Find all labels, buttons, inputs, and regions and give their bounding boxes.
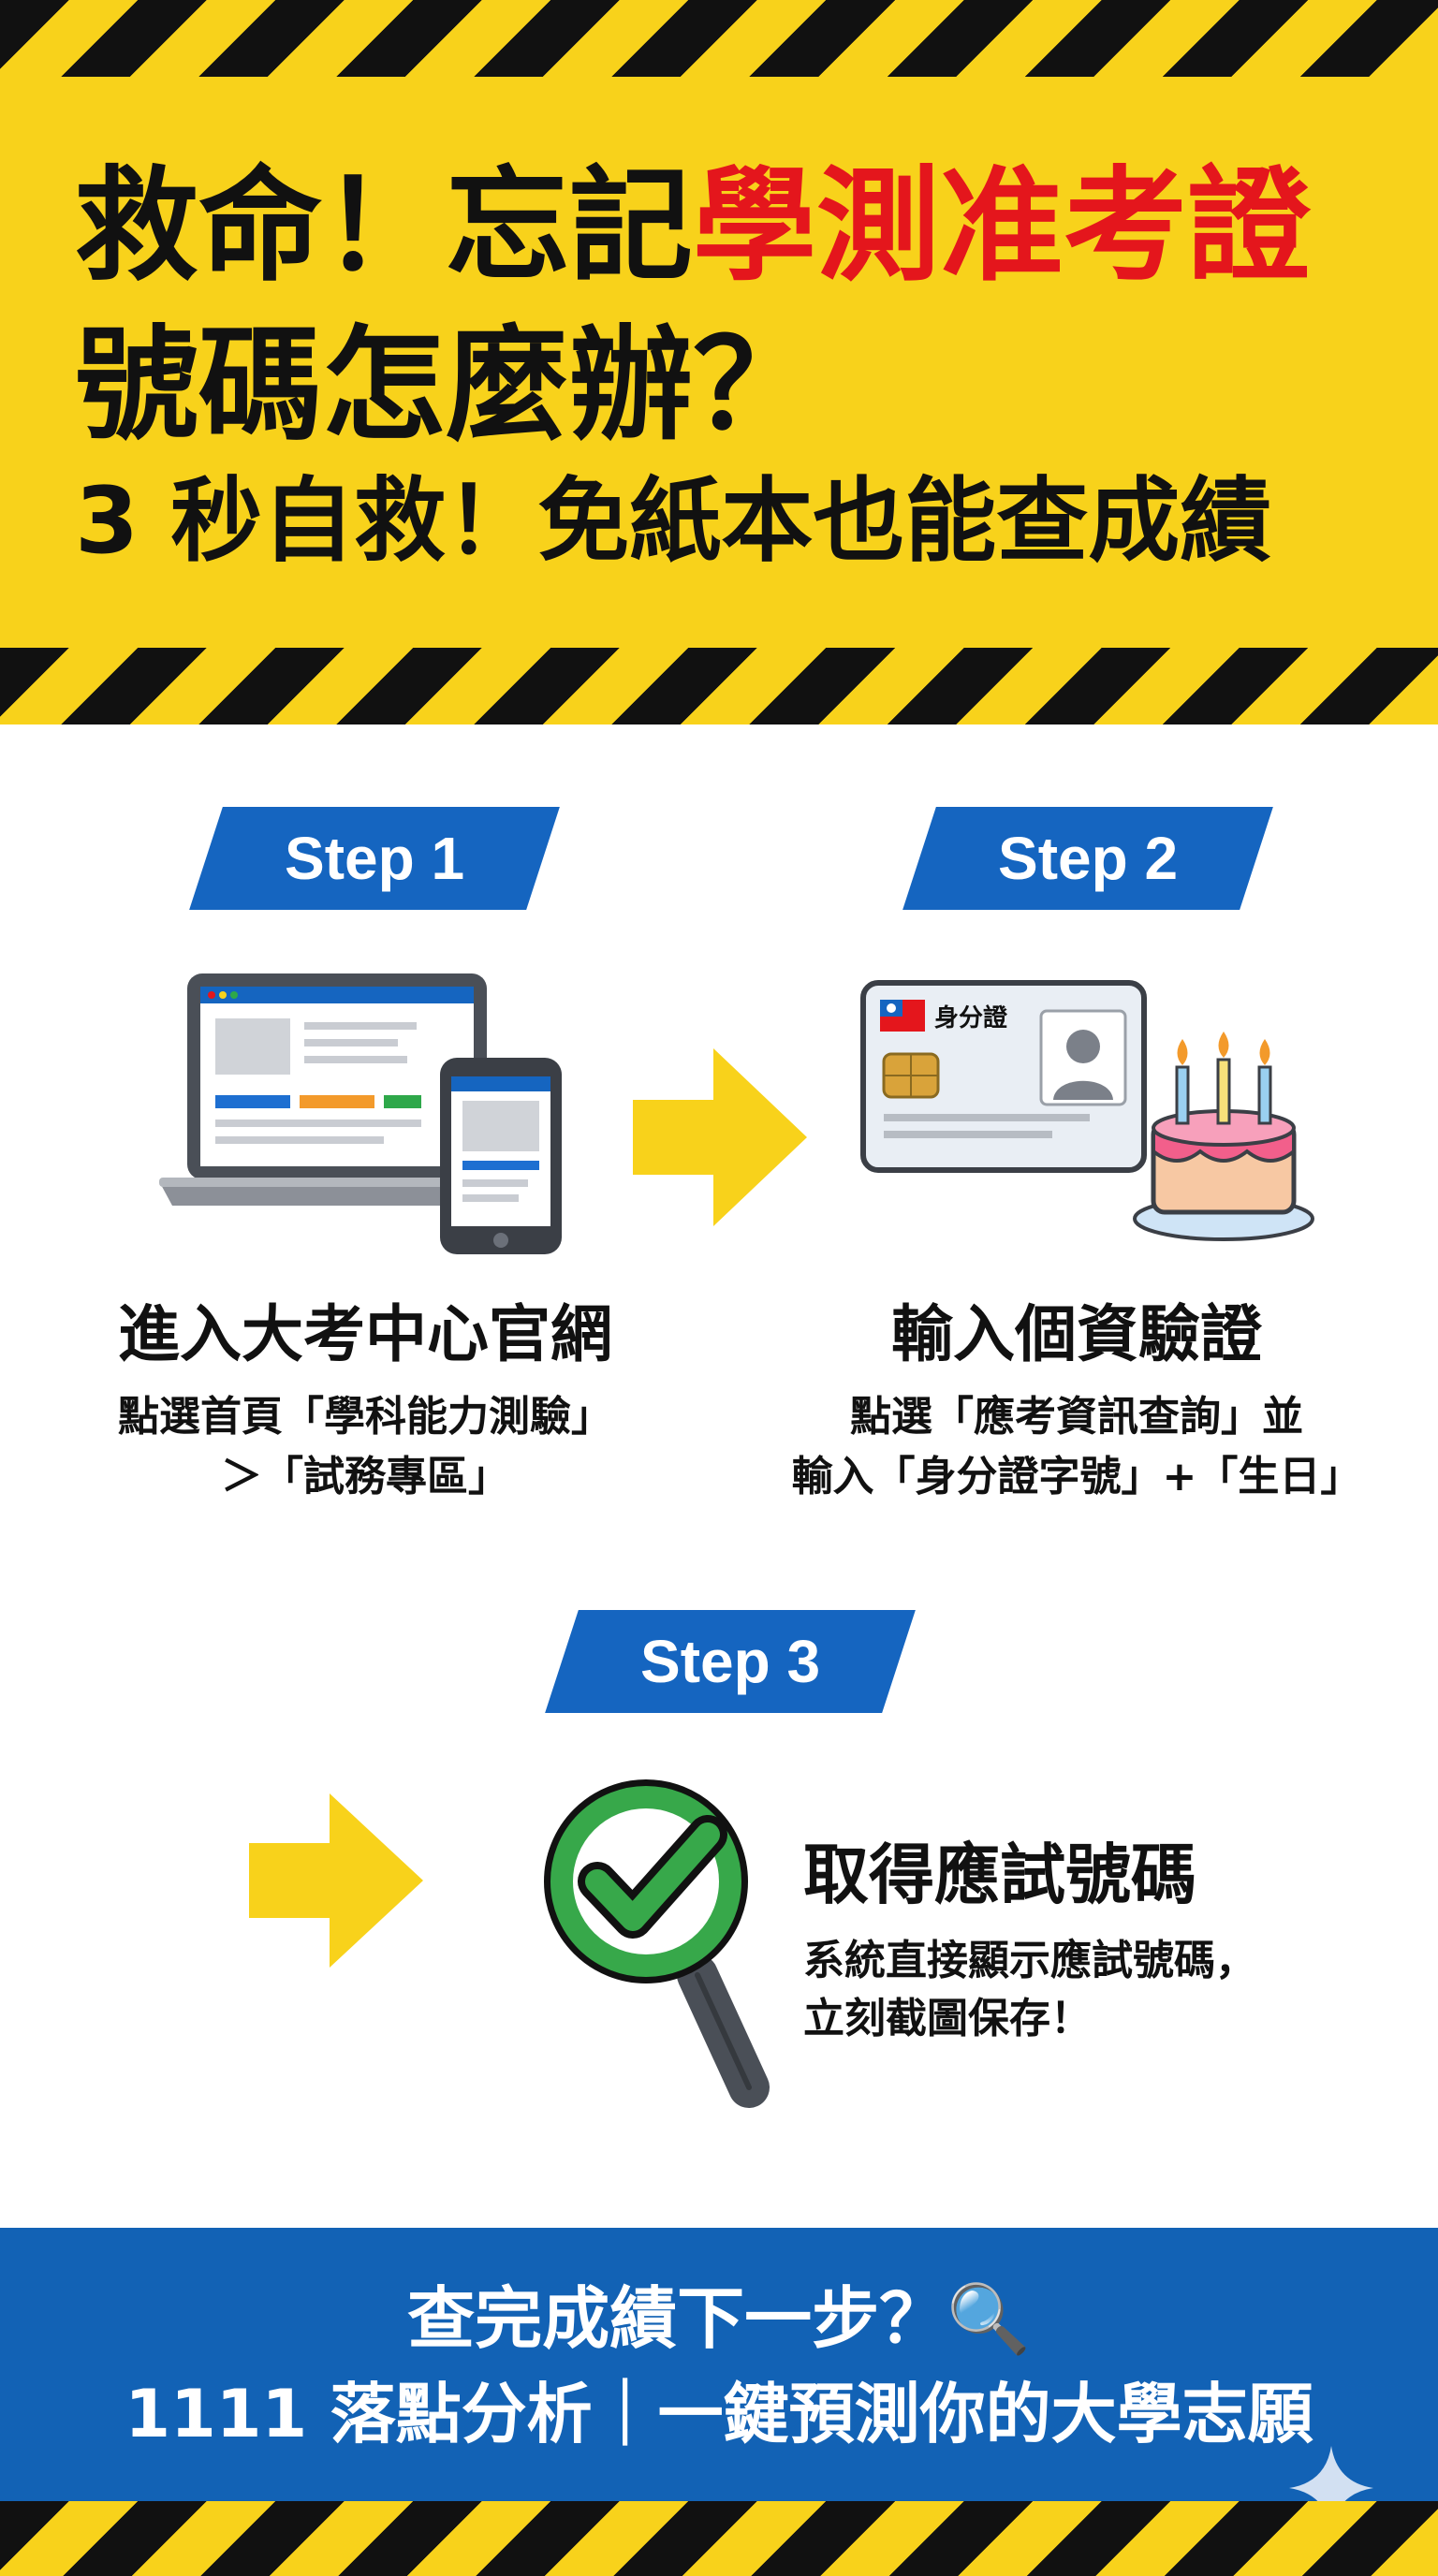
header-banner: 救命！忘記學測准考證 號碼怎麼辦？ 3 秒自救！免紙本也能查成績 <box>0 77 1438 648</box>
arrow-right-icon <box>633 1048 807 1226</box>
step1-badge: Step 1 <box>189 807 560 910</box>
magnifier-check-icon <box>544 1779 770 2108</box>
step3-badge-label: Step 3 <box>639 1628 821 1695</box>
title-black-part: 救命！忘記 <box>75 154 693 299</box>
step2-description: 點選「應考資訊查詢」並 輸入「身分證字號」+「生日」 <box>768 1387 1386 1507</box>
step2-desc-line1: 點選「應考資訊查詢」並 <box>850 1393 1303 1441</box>
footer-banner: 查完成績下一步？🔍 1111 落點分析｜一鍵預測你的大學志願 <box>0 2228 1438 2501</box>
page-subtitle: 3 秒自救！免紙本也能查成績 <box>75 468 1272 575</box>
birthday-cake-icon <box>1133 1032 1314 1241</box>
step2-desc-line2: 輸入「身分證字號」+「生日」 <box>791 1453 1362 1500</box>
page-title-line1: 救命！忘記學測准考證 <box>75 152 1311 301</box>
step1-desc-line2: ＞「試務專區」 <box>221 1453 509 1500</box>
step3-badge: Step 3 <box>545 1610 916 1713</box>
step1-desc-line1: 點選首頁「學科能力測驗」 <box>118 1393 612 1441</box>
step1-title: 進入大考中心官網 <box>118 1298 612 1370</box>
step2-title: 輸入個資驗證 <box>891 1298 1262 1370</box>
arrow-right-icon <box>249 1793 423 1968</box>
hazard-stripe-bottom <box>0 2501 1438 2576</box>
step2-badge: Step 2 <box>902 807 1273 910</box>
step3-description: 系統直接顯示應試號碼， 立刻截圖保存！ <box>803 1932 1256 2048</box>
step3-desc-line2: 立刻截圖保存！ <box>803 1995 1092 2042</box>
step3-desc-line1: 系統直接顯示應試號碼， <box>803 1937 1256 1984</box>
title-red-part: 學測准考證 <box>693 154 1311 299</box>
sparkle-icon <box>1289 2446 1373 2530</box>
id-card-icon: 身分證 <box>860 980 1314 1241</box>
step1-description: 點選首頁「學科能力測驗」 ＞「試務專區」 <box>56 1387 674 1507</box>
hazard-stripe-middle <box>0 648 1438 724</box>
id-card-label: 身分證 <box>934 1003 1008 1032</box>
footer-promo: 1111 落點分析｜一鍵預測你的大學志願 <box>125 2376 1313 2452</box>
step2-badge-label: Step 2 <box>997 825 1179 892</box>
laptop-phone-icon <box>159 973 562 1254</box>
hazard-stripe-top <box>0 0 1438 77</box>
footer-question: 查完成績下一步？🔍 <box>407 2279 1031 2358</box>
step1-badge-label: Step 1 <box>284 825 465 892</box>
step3-title: 取得應試號碼 <box>803 1837 1196 1913</box>
page-title-line2: 號碼怎麼辦？ <box>75 314 816 458</box>
